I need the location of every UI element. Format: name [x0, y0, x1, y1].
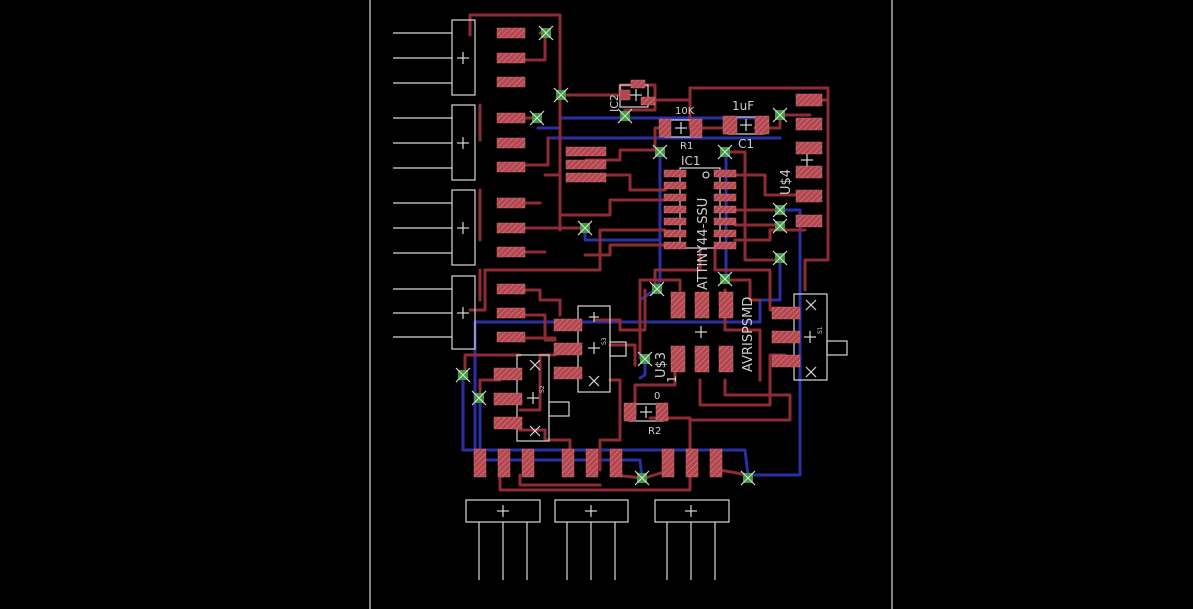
s1-switch[interactable]: S1 — [771, 293, 848, 381]
via[interactable] — [553, 87, 569, 103]
ic1-value-label: ATTINY44-SSU — [696, 198, 711, 290]
connector-j6[interactable] — [554, 499, 629, 580]
s2-label: S2 — [539, 385, 546, 393]
vias — [455, 25, 788, 486]
connector-j4[interactable] — [393, 275, 476, 350]
s3-label: S3 — [601, 337, 608, 345]
ic2-regulator[interactable]: IC2 — [608, 79, 656, 112]
bottom-connector-pads — [473, 448, 723, 478]
c1-capacitor[interactable]: 1uF C1 — [722, 99, 770, 151]
via[interactable] — [649, 281, 665, 297]
avr-isp-label: AVRISPSMD — [741, 297, 756, 372]
resonator-pads — [565, 146, 607, 183]
via[interactable] — [617, 108, 633, 124]
u3-avr-isp-header[interactable]: U$3 AVRISPSMD 1 — [654, 291, 756, 383]
c1-name-label: C1 — [738, 137, 754, 151]
via[interactable] — [471, 390, 487, 406]
via[interactable] — [772, 107, 788, 123]
via[interactable] — [455, 367, 471, 383]
via[interactable] — [652, 144, 668, 160]
via[interactable] — [772, 202, 788, 218]
via[interactable] — [529, 110, 545, 126]
s1-label: S1 — [817, 326, 824, 334]
via[interactable] — [740, 470, 756, 486]
s2-switch[interactable]: S2 — [493, 354, 570, 442]
ic1-name-label: IC1 — [681, 154, 701, 168]
via[interactable] — [538, 25, 554, 41]
u4-label: U$4 — [779, 169, 794, 195]
via[interactable] — [772, 250, 788, 266]
r1-resistor[interactable]: 10K R1 — [658, 106, 703, 152]
u3-label: U$3 — [654, 352, 669, 378]
left-connector-pads — [496, 27, 526, 343]
connector-j7[interactable] — [654, 499, 730, 580]
via[interactable] — [717, 271, 733, 287]
pin1-label: 1 — [665, 375, 679, 383]
r2-resistor[interactable]: 0 R2 — [623, 391, 669, 437]
ic1-attiny44[interactable]: IC1 ATTINY44-SSU — [663, 154, 737, 290]
ic1-right-pads — [713, 169, 737, 250]
r2-value-label: 0 — [654, 391, 660, 402]
ic1-left-pads — [663, 169, 687, 250]
via[interactable] — [717, 144, 733, 160]
c1-value-label: 1uF — [732, 99, 754, 113]
connector-j3[interactable] — [393, 189, 476, 266]
u4-header[interactable]: U$4 — [779, 93, 823, 228]
ic2-label: IC2 — [608, 94, 621, 112]
connector-j1[interactable] — [393, 19, 476, 96]
r1-value-label: 10K — [675, 106, 695, 117]
r1-name-label: R1 — [680, 141, 693, 152]
via[interactable] — [577, 220, 593, 236]
r2-name-label: R2 — [648, 426, 661, 437]
connector-j5[interactable] — [465, 499, 541, 580]
via[interactable] — [772, 218, 788, 234]
via[interactable] — [634, 470, 650, 486]
s3-switch[interactable]: S3 — [553, 305, 627, 393]
via[interactable] — [637, 351, 653, 367]
connector-j2[interactable] — [393, 104, 476, 181]
